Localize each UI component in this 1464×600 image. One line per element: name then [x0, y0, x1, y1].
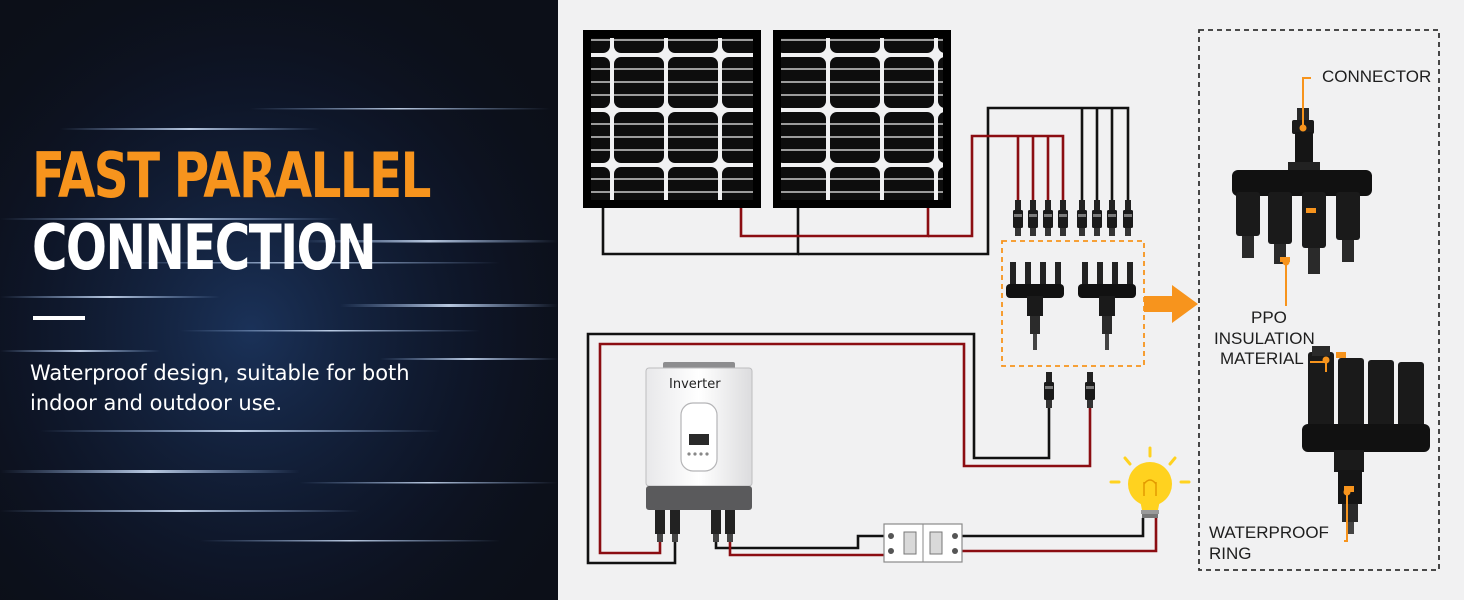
description: Waterproof design, suitable for both ind…: [30, 361, 410, 415]
inverter-wires: [586, 332, 1158, 565]
inverter-label: Inverter: [669, 377, 721, 392]
connector-row: [1013, 200, 1133, 236]
solar-panel-1: [583, 30, 761, 208]
circuit-breaker: [883, 523, 963, 563]
label-waterproof-line1: WATERPROOF: [1209, 523, 1329, 542]
label-ppo-line3: MATERIAL: [1220, 349, 1304, 368]
light-streak-background: [0, 0, 558, 600]
y-connector-large-1: [1232, 108, 1372, 274]
solar-panel-2: [773, 30, 951, 208]
detail-box: [1198, 29, 1440, 571]
headline: FAST PARALLEL CONNECTION: [32, 139, 431, 284]
inverter-terminals: [655, 510, 735, 542]
label-ppo-line2: INSULATION: [1214, 329, 1315, 348]
inverter: Inverter: [645, 362, 753, 542]
label-ppo-line1: PPO: [1251, 308, 1287, 327]
divider: [33, 316, 85, 320]
label-connector: CONNECTOR: [1322, 67, 1431, 86]
output-connectors: [1044, 372, 1095, 408]
light-bulb-icon: [1109, 446, 1191, 518]
branch-connector-highlight: [1001, 240, 1145, 367]
y-connector-large-2: [1302, 346, 1430, 534]
headline-line2: CONNECTION: [32, 211, 377, 284]
headline-line1: FAST PARALLEL: [32, 139, 431, 212]
branch-connector-pair: [1006, 262, 1136, 350]
arrow-icon: [1144, 285, 1198, 323]
wiring-diagram: Inverter: [558, 0, 1464, 600]
label-waterproof-line2: RING: [1209, 544, 1252, 563]
panel-wires: [601, 106, 1130, 256]
hero-panel: FAST PARALLEL CONNECTION Waterproof desi…: [0, 0, 558, 600]
inverter-display: [689, 434, 709, 445]
